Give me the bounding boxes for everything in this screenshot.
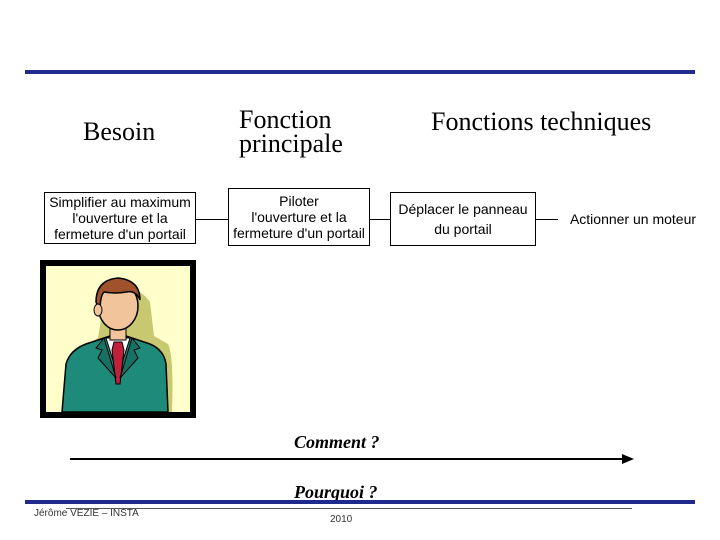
heading-besoin: Besoin [83,120,155,144]
box-besoin-line2: l'ouverture et la [72,210,167,226]
box-fonction-principale: Piloter l'ouverture et la fermeture d'un… [228,188,370,246]
box-ft1-line2: du portail [434,221,492,237]
footer-author: Jérôme VEZIE – INSTA [34,508,139,519]
box-fp-line2: l'ouverture et la [251,209,346,225]
person-ear [94,304,102,316]
connector-besoin-principale [196,219,228,220]
person-picture-bg [46,266,190,412]
connector-principale-technique [370,219,390,220]
box-besoin-line1: Simplifier au maximum [49,194,191,210]
heading-fonctions-techniques: Fonctions techniques [431,110,651,134]
bottom-thin-rule [66,508,632,509]
box-fp-line1: Piloter [279,193,319,209]
person-picture [40,260,196,418]
text-fonction-technique-2: Actionner un moteur [560,211,706,227]
box-fonction-technique-1: Déplacer le panneau du portail [390,192,536,246]
bottom-rule [25,500,695,504]
box-besoin: Simplifier au maximum l'ouverture et la … [44,192,196,244]
top-rule [25,70,695,74]
label-comment: Comment ? [294,432,380,453]
heading-fonction-principale-line2: principale [239,132,343,156]
box-besoin-line3: fermeture d'un portail [54,226,186,242]
heading-fonction-principale: Fonction principale [239,108,343,156]
box-ft1-line1: Déplacer le panneau [398,201,527,217]
businessman-icon [46,266,190,412]
arrow-comment-pourquoi [66,452,638,466]
footer-year: 2010 [330,514,352,525]
connector-technique-moteur [536,219,558,220]
box-fp-line3: fermeture d'un portail [233,225,365,241]
